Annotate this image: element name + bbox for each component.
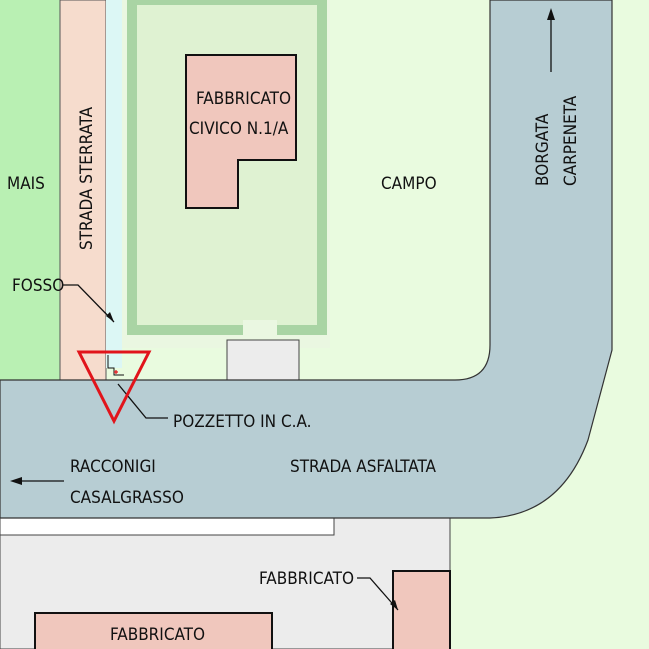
casalgrasso-label: CASALGRASSO xyxy=(70,488,184,508)
racconigi-label: RACCONIGI xyxy=(70,457,156,477)
campo-label: CAMPO xyxy=(381,174,437,194)
strada-asfaltata-label: STRADA ASFALTATA xyxy=(290,457,436,477)
fabbricato-right-label: FABBRICATO xyxy=(259,569,354,589)
fabbricato-bottom-label: FABBRICATO xyxy=(110,625,205,645)
borgata-label-1: BORGATA xyxy=(533,113,553,186)
fosso-leader-line xyxy=(63,284,115,323)
pozzetto-label: POZZETTO IN C.A. xyxy=(173,412,312,432)
fabbricato-right-building xyxy=(392,570,451,649)
fosso-ditch xyxy=(106,0,122,368)
fabbricato-civico-label-2: CIVICO N.1/A xyxy=(189,119,289,139)
fosso-label: FOSSO xyxy=(12,276,64,296)
borgata-label-2: CARPENETA xyxy=(561,95,581,186)
strada-sterrata-road xyxy=(59,0,107,381)
pozzetto-triangle-icon xyxy=(76,350,152,425)
strada-sterrata-label: STRADA STERRATA xyxy=(77,106,97,250)
arrow-up-icon xyxy=(547,8,555,72)
fosso-leader-arrow xyxy=(106,312,114,322)
courtyard-gate xyxy=(243,320,277,340)
mais-label: MAIS xyxy=(7,174,45,194)
fabbricato-right-leader-line xyxy=(357,577,399,611)
entrance-pavement xyxy=(226,339,300,383)
fabbricato-civico-building xyxy=(185,54,297,209)
fabbricato-civico-label-1: FABBRICATO xyxy=(196,89,291,109)
fabbricato-bottom-building xyxy=(34,612,273,649)
arrow-left-icon xyxy=(10,477,64,485)
mais-field xyxy=(0,0,60,380)
fabbricato-right-leader-arrow xyxy=(390,600,398,610)
strada-asfaltata-road xyxy=(0,0,613,519)
